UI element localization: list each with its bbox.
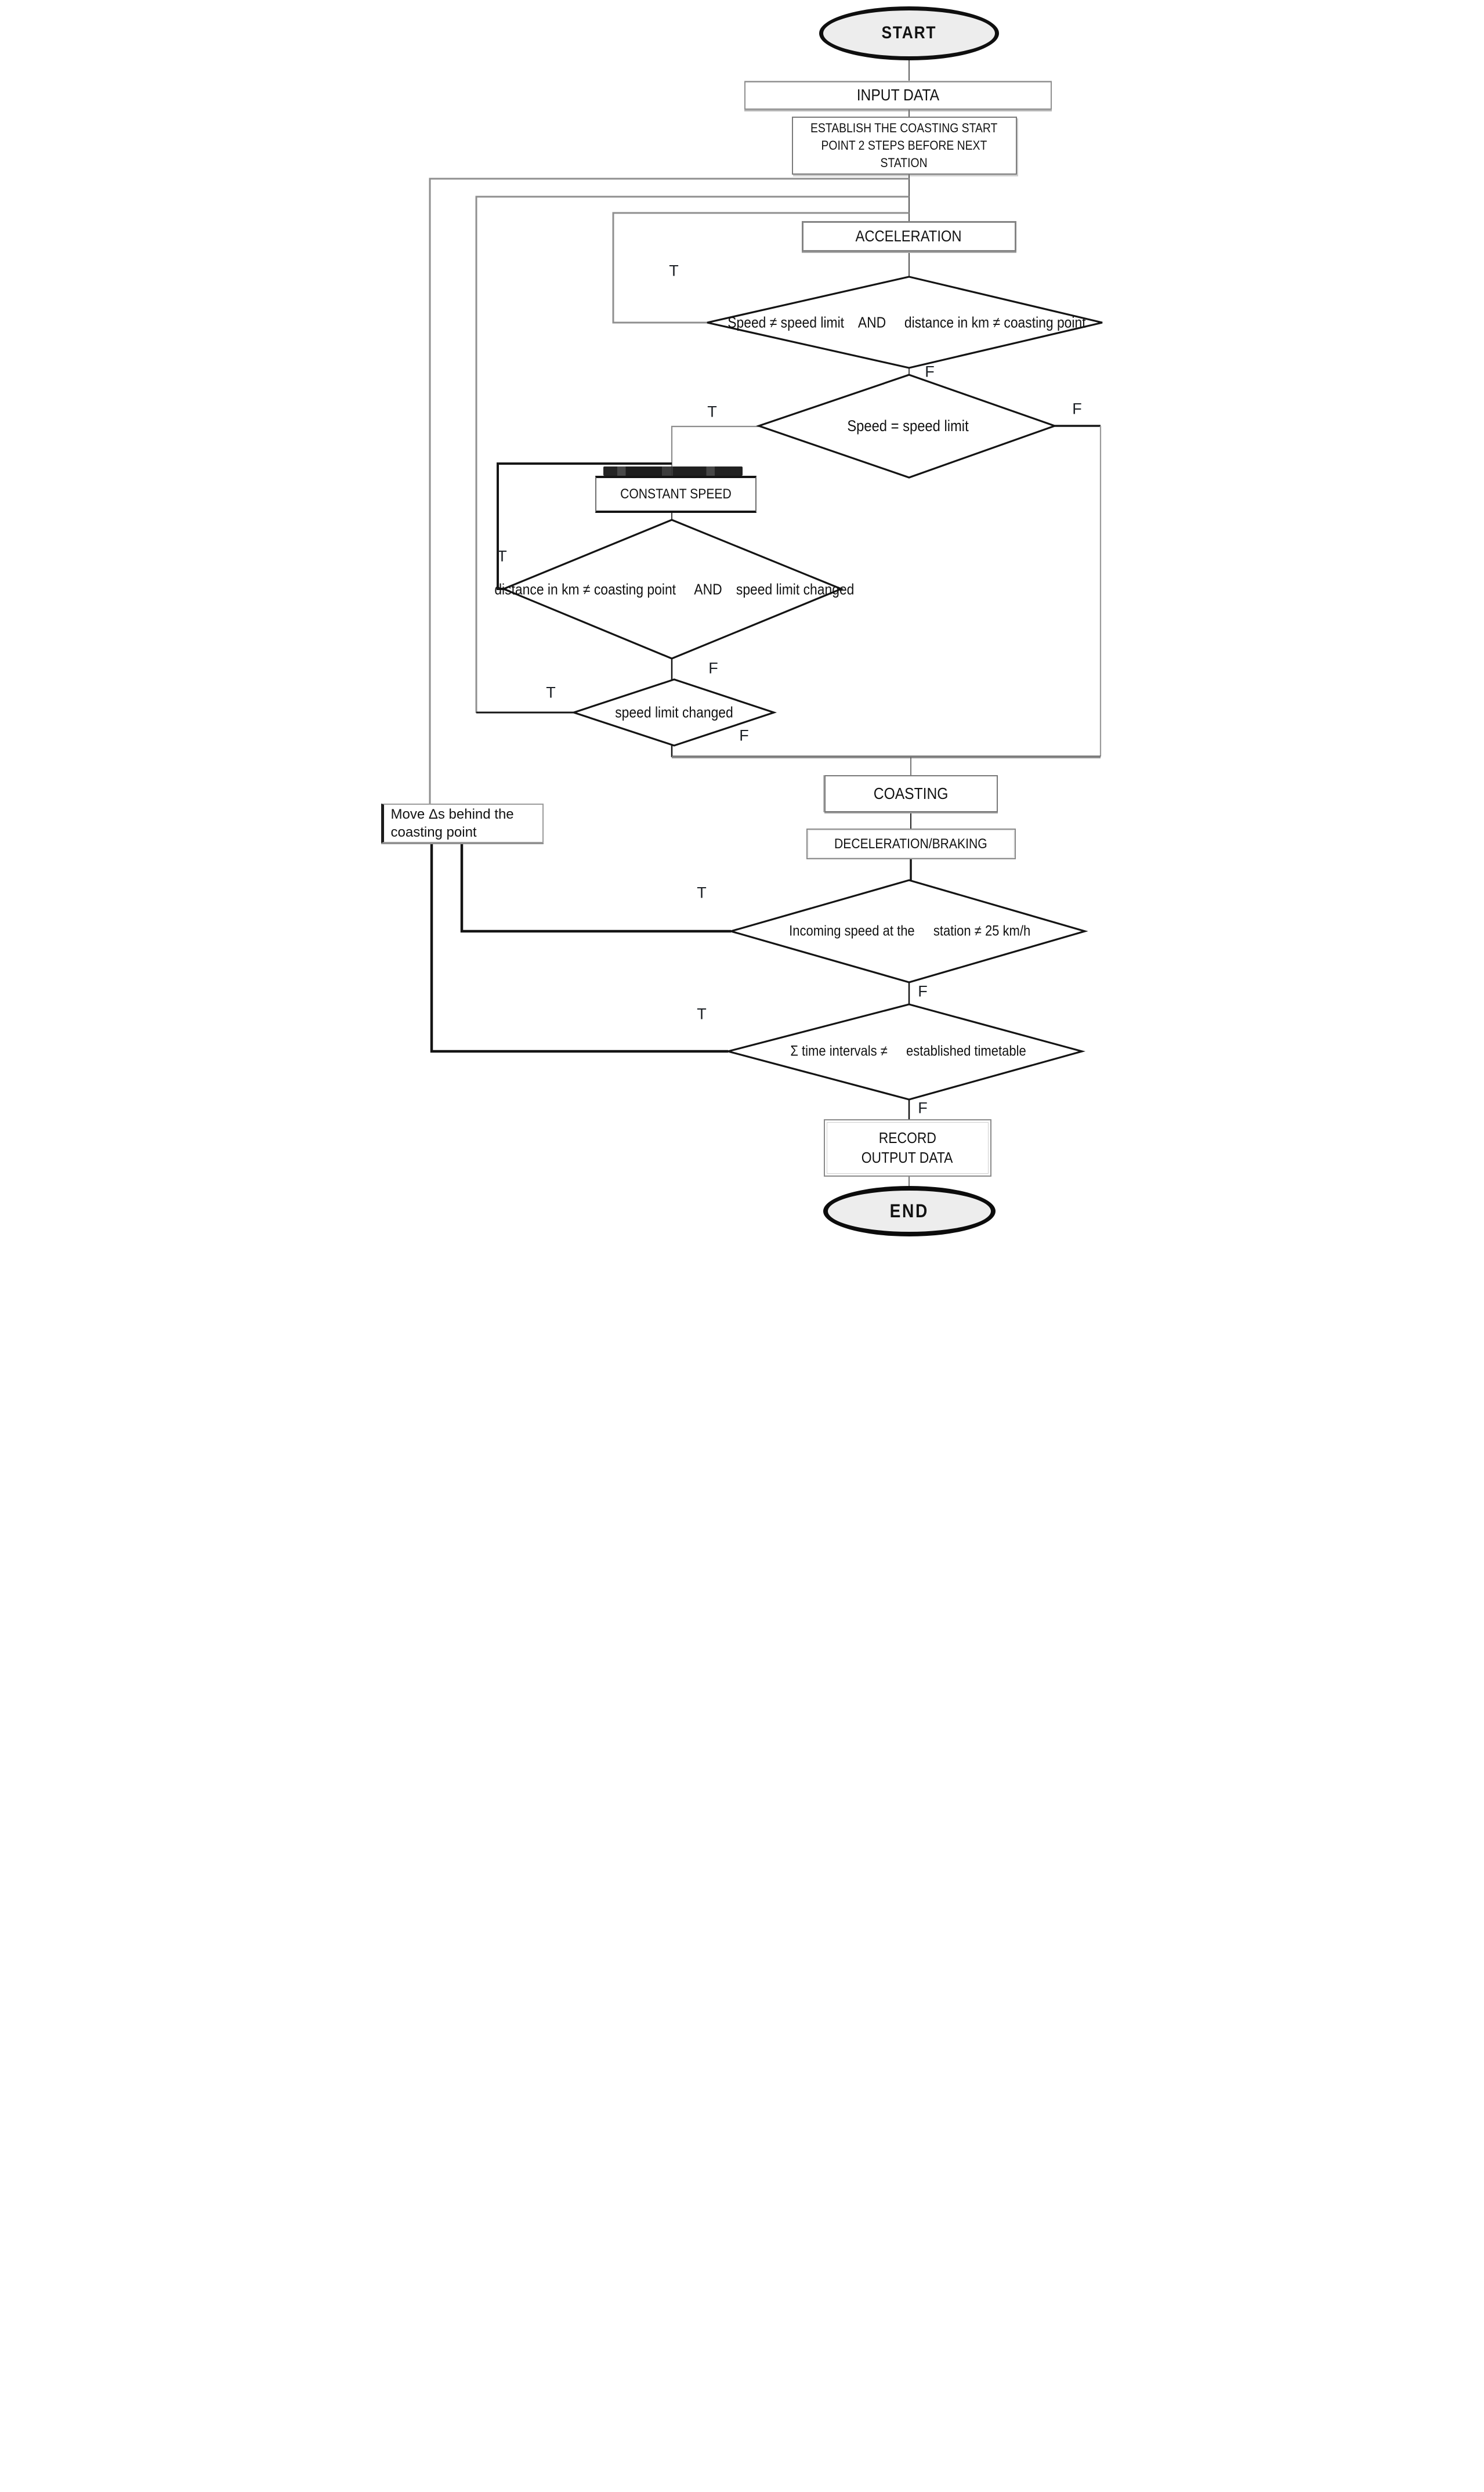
process-input-data: INPUT DATA: [744, 81, 1052, 110]
decision-constant-speed-loop-label: distance in km ≠ coasting point AND spee…: [482, 581, 863, 598]
end-terminal: END: [823, 1186, 996, 1236]
label-decision3-true: T: [497, 547, 507, 565]
process-move-delta-s: Move Δs behind the coasting point: [381, 804, 544, 843]
label-decision6-false: F: [918, 1099, 928, 1117]
deceleration-label: DECELERATION/BRAKING: [834, 836, 987, 852]
establish-line2: POINT 2 STEPS BEFORE NEXT: [821, 138, 987, 153]
start-terminal: START: [819, 6, 999, 60]
end-label: END: [889, 1200, 929, 1222]
label-decision3-false: F: [708, 659, 718, 677]
label-decision2-true: T: [707, 403, 717, 421]
label-decision5-false: F: [918, 982, 928, 1000]
decision5-line1: Incoming speed at the: [788, 923, 915, 939]
decision2-line1: Speed = speed limit: [846, 417, 969, 435]
label-decision4-true: T: [546, 683, 556, 701]
decision-speed-limit-changed-diamond: [570, 678, 777, 747]
label-decision2-false: F: [1072, 400, 1082, 418]
label-decision1-true: T: [669, 262, 679, 280]
decision-time-intervals-label: Σ time intervals ≠ established timetable: [783, 1040, 1034, 1062]
label-decision6-true: T: [697, 1005, 707, 1023]
edge-return-move-delta-to-main: [429, 178, 909, 804]
edge-decision6-true-to-move-delta: [430, 842, 728, 1053]
flowchart-edges-layer: [429, 60, 1102, 1187]
input-data-label: INPUT DATA: [856, 86, 939, 104]
decision6-line1: Σ time intervals ≠: [790, 1043, 888, 1059]
decision-time-intervals-diamond: [724, 1003, 1085, 1101]
move-delta-line1: Move Δs behind the: [390, 806, 514, 822]
edge-return-speed-limit-changed-to-main: [475, 196, 909, 713]
edge-acceleration-loop-true: [612, 212, 909, 324]
start-label: START: [881, 23, 936, 43]
decision1-line3: distance in km ≠ coasting point: [904, 313, 1086, 331]
label-decision1-false: F: [925, 363, 935, 381]
coasting-label: COASTING: [873, 784, 949, 802]
decision-speed-equals-limit-diamond: [755, 374, 1058, 479]
decision4-line1: speed limit changed: [614, 703, 733, 721]
decision3-line2: AND: [694, 580, 722, 598]
process-establish-coasting-point: ESTABLISH THE COASTING START POINT 2 STE…: [791, 117, 1017, 175]
label-decision5-true: T: [697, 884, 707, 902]
process-coasting: COASTING: [824, 775, 998, 812]
decision-constant-speed-loop-diamond: [501, 519, 844, 660]
obscured-text-smudge: [603, 466, 743, 476]
decision-accel-loop-diamond: [707, 276, 1102, 369]
edge-decision5-true-to-move-delta: [460, 842, 731, 933]
process-acceleration: ACCELERATION: [801, 221, 1016, 252]
constant-speed-label: CONSTANT SPEED: [620, 486, 732, 502]
move-delta-line2: coasting point: [390, 824, 477, 840]
decision5-line2: station ≠ 25 km/h: [933, 923, 1031, 939]
decision-speed-limit-changed-label: speed limit changed: [607, 704, 741, 721]
decision-incoming-speed-diamond: [727, 879, 1088, 983]
decision3-line3: speed limit changed: [736, 580, 855, 598]
process-deceleration-braking: DECELERATION/BRAKING: [806, 829, 1016, 859]
establish-line3: STATION: [880, 155, 928, 170]
process-record-output: RECORD OUTPUT DATA: [823, 1119, 991, 1177]
establish-line1: ESTABLISH THE COASTING START: [810, 121, 998, 136]
flowchart-canvas: START INPUT DATA ESTABLISH THE COASTING …: [371, 0, 1113, 1246]
decision1-line1: Speed ≠ speed limit: [727, 313, 844, 331]
label-decision4-false: F: [739, 726, 749, 744]
decision6-line2: established timetable: [906, 1043, 1026, 1059]
record-line1: RECORD: [878, 1129, 936, 1146]
decision3-line1: distance in km ≠ coasting point: [494, 580, 676, 598]
decision1-line2: AND: [857, 313, 886, 331]
record-line2: OUTPUT DATA: [862, 1148, 953, 1166]
decision-accel-loop-label: Speed ≠ speed limit AND distance in km ≠…: [719, 314, 1098, 331]
acceleration-label: ACCELERATION: [855, 227, 962, 245]
decision-incoming-speed-label: Incoming speed at the station ≠ 25 km/h: [780, 920, 1037, 942]
process-constant-speed: CONSTANT SPEED: [595, 476, 757, 513]
decision-speed-equals-limit-label: Speed = speed limit: [839, 417, 977, 435]
edge-decision2-true-to-constant-speed: [671, 425, 759, 477]
